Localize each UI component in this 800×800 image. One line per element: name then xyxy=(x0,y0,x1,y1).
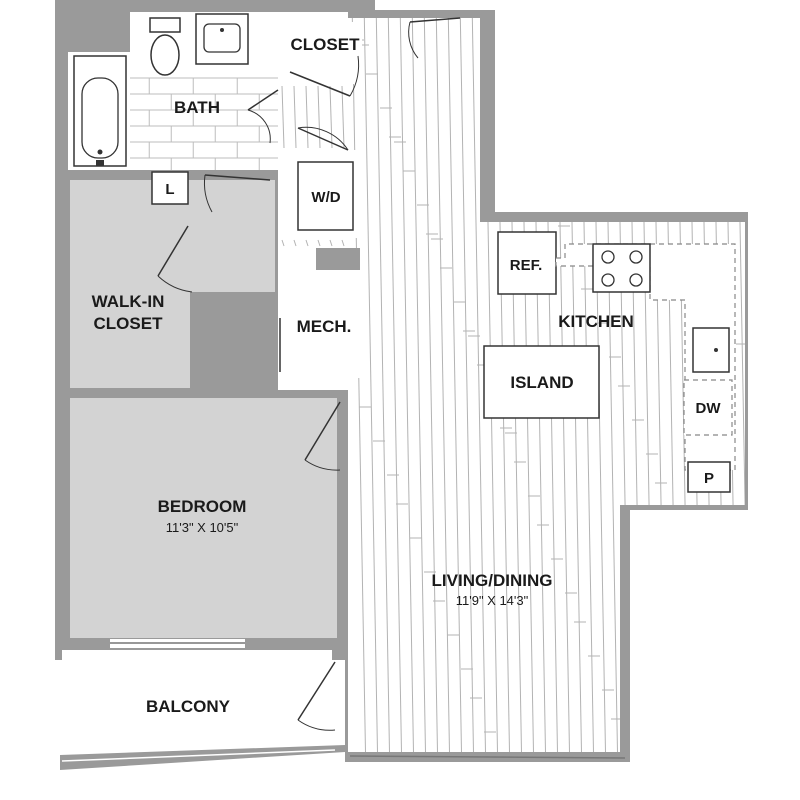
toilet-icon xyxy=(149,17,181,76)
pantry-box xyxy=(687,461,731,493)
kitchen-label: KITCHEN xyxy=(558,312,634,331)
dishwasher xyxy=(683,379,733,436)
cooktop-icon xyxy=(592,243,651,293)
pantry-label: P xyxy=(704,470,714,487)
wood-plank-line xyxy=(363,18,379,752)
island-counter xyxy=(483,345,600,419)
hall-plank-line xyxy=(329,85,333,149)
washer-dryer xyxy=(297,161,354,231)
hall-plank-line xyxy=(305,85,309,149)
wood-plank-line xyxy=(387,18,403,752)
closet-floor xyxy=(290,22,362,84)
balcony-label: BALCONY xyxy=(146,697,231,716)
hall-planks xyxy=(281,85,345,247)
balcony-rail xyxy=(60,745,345,770)
wood-plank-line xyxy=(423,18,439,752)
living-window-line xyxy=(349,755,626,759)
living-label: LIVING/DINING xyxy=(432,571,553,590)
hall-plank-line xyxy=(341,85,345,149)
mech-notch xyxy=(316,248,360,270)
hall-plank-line xyxy=(281,85,285,149)
wd-label: W/D xyxy=(311,189,340,206)
balcony-floor xyxy=(62,650,332,755)
dw-label: DW xyxy=(696,400,722,417)
walk-in-wall xyxy=(190,292,278,392)
wood-plank-line xyxy=(447,18,463,752)
bathtub-icon xyxy=(73,55,127,167)
hall-plank-line xyxy=(305,239,309,247)
bedroom-label: BEDROOM xyxy=(158,497,247,516)
bedroom-floor xyxy=(70,398,337,638)
wood-plank-line xyxy=(459,18,475,752)
laundry-label: L xyxy=(165,181,174,198)
wood-plank-line xyxy=(375,18,391,752)
bedroom-dim: 11'3" X 10'5" xyxy=(166,520,239,535)
ref-label: REF. xyxy=(510,257,543,274)
walk-in-label-1: WALK-IN xyxy=(92,292,165,311)
hall-plank-line xyxy=(281,239,285,247)
kitchen-sink-icon xyxy=(692,327,730,373)
laundry-box xyxy=(151,171,189,205)
hall-plank-line xyxy=(293,85,297,149)
walk-in-label-2: CLOSET xyxy=(94,314,164,333)
wood-plank-line xyxy=(435,18,451,752)
wood-plank-line xyxy=(748,0,762,780)
hall-plank-line xyxy=(317,239,321,247)
wood-plank-line xyxy=(399,18,415,752)
hall-plank-line xyxy=(341,239,345,247)
hall-plank-line xyxy=(293,239,297,247)
hall-plank-line xyxy=(329,239,333,247)
mech-label: MECH. xyxy=(297,317,352,336)
balcony-rail-line xyxy=(61,749,336,762)
wood-plank-line xyxy=(411,18,427,752)
door-swing-icon xyxy=(157,17,461,731)
bath-tiles xyxy=(130,77,278,170)
living-dim: 11'9" X 14'3" xyxy=(456,593,529,608)
wood-plank-line xyxy=(471,18,487,752)
closet-label: CLOSET xyxy=(291,35,361,54)
bath-label: BATH xyxy=(174,98,220,117)
bathroom-sink-icon xyxy=(195,13,249,65)
island-label: ISLAND xyxy=(510,373,573,392)
wood-plank-line xyxy=(351,18,367,752)
